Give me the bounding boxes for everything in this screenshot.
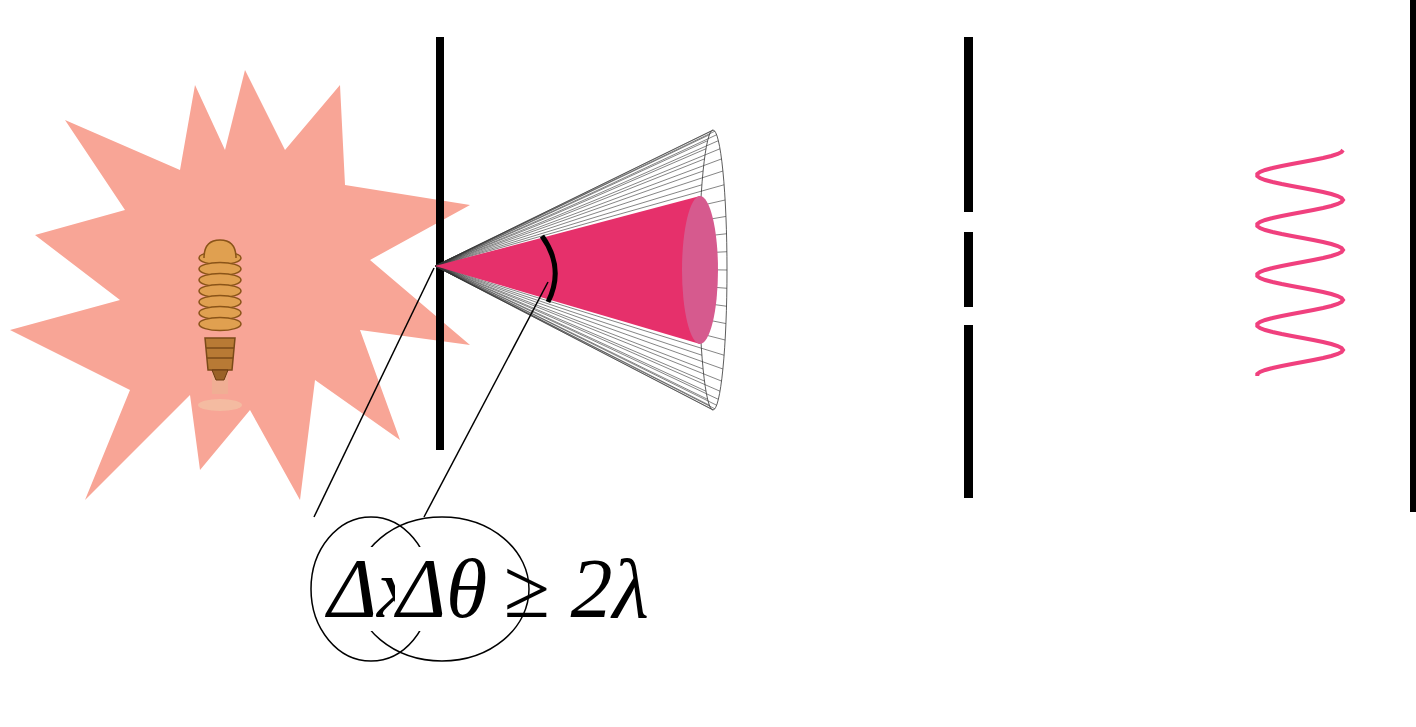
pinhole-barrier (436, 37, 444, 450)
leader-line (314, 268, 434, 517)
formula-term: Δθ (395, 547, 490, 631)
light-cone (435, 130, 727, 410)
bulb-coil (199, 318, 241, 331)
inner-cone (435, 196, 700, 344)
double-slit-barrier-bottom (964, 325, 973, 498)
screen (1410, 0, 1416, 512)
bulb-tip (204, 240, 236, 258)
formula-label: ≥ 2λ (503, 547, 648, 631)
interference-pattern (1257, 150, 1343, 376)
double-slit-barrier-middle (964, 232, 973, 307)
angle-arc (542, 236, 555, 302)
double-slit-barrier-top (964, 37, 973, 212)
leader-line (424, 282, 548, 517)
light-bulb (198, 240, 242, 411)
inner-cone-end (682, 196, 718, 344)
light-burst (10, 70, 470, 500)
